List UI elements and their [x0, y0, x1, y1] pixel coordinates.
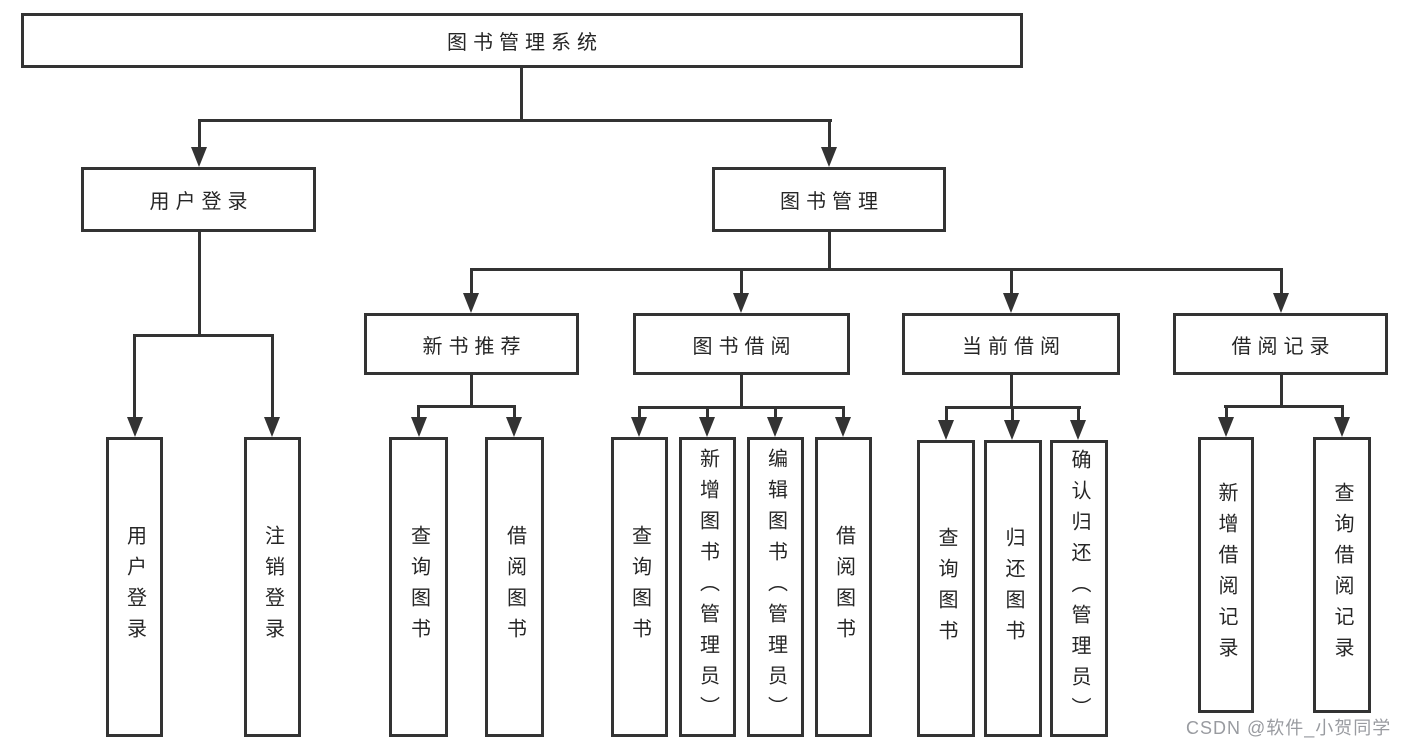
node-user-login-label: 用户登录	[149, 191, 254, 213]
connector-line	[1225, 405, 1228, 419]
node-new-book-recommend-label: 新书推荐	[422, 335, 527, 358]
node-book-borrowing-label: 图书借阅	[692, 335, 797, 358]
arrow-down-icon	[1003, 293, 1019, 313]
connector-line	[1011, 406, 1014, 422]
connector-line	[1280, 268, 1283, 295]
arrow-down-icon	[767, 417, 783, 437]
connector-line	[706, 406, 709, 419]
arrow-down-icon	[821, 147, 837, 167]
arrow-down-icon	[127, 417, 143, 437]
node-book-management-label: 图书管理	[780, 191, 884, 213]
node-borrowing-records: 借阅记录	[1173, 313, 1388, 375]
leaf-user-login-label: 用户登录	[123, 525, 146, 649]
arrow-down-icon	[699, 417, 715, 437]
leaf-add-book-admin-label: 新增图书（管理员）	[696, 447, 719, 727]
leaf-edit-book-admin: 编辑图书（管理员）	[747, 437, 804, 737]
connector-line	[417, 405, 420, 419]
leaf-edit-book-admin-label: 编辑图书（管理员）	[764, 447, 787, 727]
node-current-borrowing-label: 当前借阅	[962, 335, 1066, 358]
node-current-borrowing: 当前借阅	[902, 313, 1120, 375]
leaf-borrow-books-borrowing: 借阅图书	[815, 437, 872, 737]
leaf-confirm-return-admin-label: 确认归还（管理员）	[1068, 449, 1090, 728]
arrow-down-icon	[463, 293, 479, 313]
node-borrowing-records-label: 借阅记录	[1231, 335, 1336, 358]
connector-line	[828, 119, 831, 149]
leaf-query-books-borrowing-label: 查询图书	[628, 525, 651, 649]
connector-line	[520, 68, 523, 121]
connector-line	[740, 373, 743, 408]
leaf-user-login: 用户登录	[106, 437, 163, 737]
connector-line	[638, 406, 641, 419]
leaf-query-books-recommend: 查询图书	[389, 437, 448, 737]
arrow-down-icon	[506, 417, 522, 437]
leaf-return-book: 归还图书	[984, 440, 1042, 737]
connector-line	[1010, 373, 1013, 408]
leaf-return-book-label: 归还图书	[1002, 526, 1024, 651]
connector-line	[638, 406, 845, 409]
connector-line	[1341, 405, 1344, 419]
arrow-down-icon	[631, 417, 647, 437]
leaf-query-books-recommend-label: 查询图书	[407, 525, 430, 649]
leaf-query-borrow-record: 查询借阅记录	[1313, 437, 1371, 713]
leaf-borrow-books-recommend-label: 借阅图书	[503, 525, 526, 649]
arrow-down-icon	[733, 293, 749, 313]
arrow-down-icon	[835, 417, 851, 437]
connector-line	[271, 334, 274, 419]
csdn-watermark: CSDN @软件_小贺同学	[1186, 718, 1392, 738]
leaf-confirm-return-admin: 确认归还（管理员）	[1050, 440, 1108, 737]
arrow-down-icon	[1273, 293, 1289, 313]
node-book-management: 图书管理	[712, 167, 946, 232]
connector-line	[470, 268, 1283, 271]
leaf-borrow-books-recommend: 借阅图书	[485, 437, 544, 737]
arrow-down-icon	[1004, 420, 1020, 440]
connector-line	[1077, 406, 1080, 422]
leaf-query-books-current: 查询图书	[917, 440, 975, 737]
connector-line	[470, 373, 473, 407]
leaf-logout-label: 注销登录	[261, 525, 284, 649]
connector-line	[842, 406, 845, 419]
connector-line	[945, 406, 948, 422]
connector-line	[513, 405, 516, 419]
connector-line	[133, 334, 136, 419]
connector-line	[417, 405, 516, 408]
leaf-query-borrow-record-label: 查询借阅记录	[1331, 482, 1353, 668]
leaf-borrow-books-borrowing-label: 借阅图书	[832, 525, 855, 649]
connector-line	[828, 230, 831, 270]
leaf-add-borrow-record: 新增借阅记录	[1198, 437, 1254, 713]
connector-line	[198, 119, 201, 149]
node-user-login: 用户登录	[81, 167, 316, 232]
leaf-query-books-current-label: 查询图书	[935, 526, 957, 651]
arrow-down-icon	[411, 417, 427, 437]
connector-line	[1280, 373, 1283, 407]
node-new-book-recommend: 新书推荐	[364, 313, 579, 375]
connector-line	[198, 119, 832, 122]
node-root: 图书管理系统	[21, 13, 1023, 68]
arrow-down-icon	[1070, 420, 1086, 440]
node-book-borrowing: 图书借阅	[633, 313, 850, 375]
connector-line	[470, 268, 473, 295]
node-root-label: 图书管理系统	[447, 32, 603, 54]
connector-line	[1010, 268, 1013, 295]
leaf-add-borrow-record-label: 新增借阅记录	[1215, 482, 1237, 668]
leaf-add-book-admin: 新增图书（管理员）	[679, 437, 736, 737]
leaf-query-books-borrowing: 查询图书	[611, 437, 668, 737]
arrow-down-icon	[938, 420, 954, 440]
arrow-down-icon	[1334, 417, 1350, 437]
connector-line	[198, 230, 201, 336]
connector-line	[133, 334, 274, 337]
arrow-down-icon	[264, 417, 280, 437]
connector-line	[774, 406, 777, 419]
connector-line	[1224, 405, 1343, 408]
leaf-logout: 注销登录	[244, 437, 301, 737]
arrow-down-icon	[1218, 417, 1234, 437]
connector-line	[740, 268, 743, 295]
arrow-down-icon	[191, 147, 207, 167]
